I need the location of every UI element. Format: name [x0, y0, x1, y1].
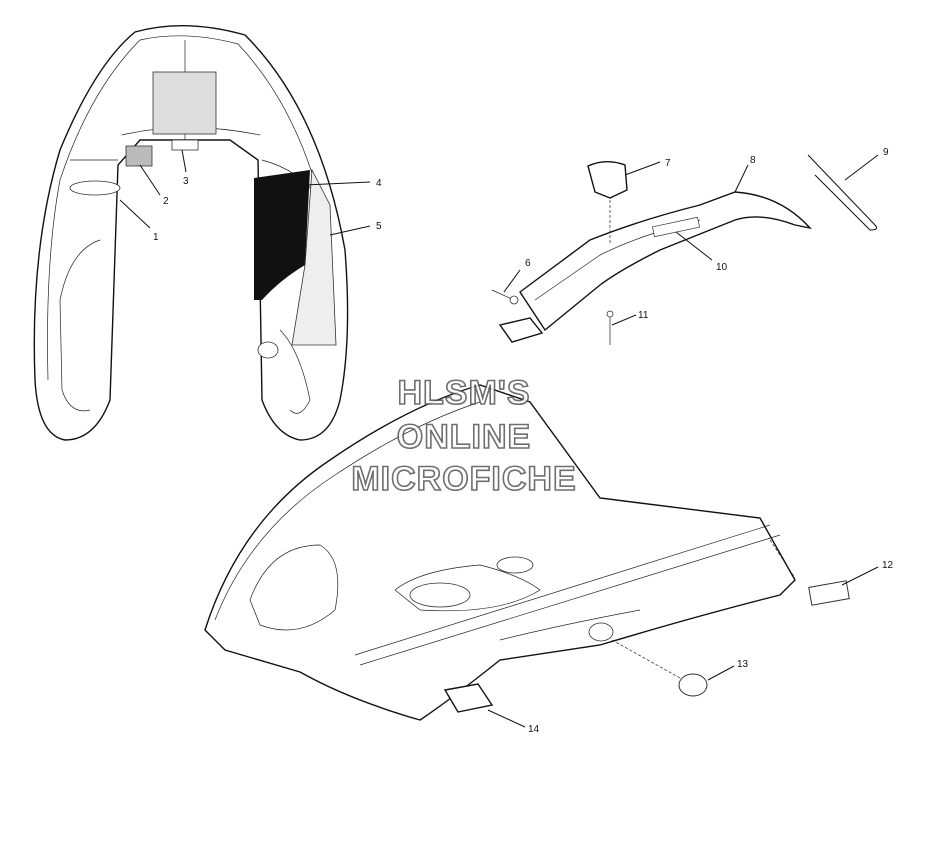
hood-panel: [491, 154, 878, 345]
watermark-line-2: ONLINE: [396, 418, 532, 456]
hood-perspective-view: [204, 384, 850, 721]
callout-3: 3: [183, 176, 189, 187]
hatched-label-area: [152, 71, 217, 135]
callout-9: 9: [883, 147, 889, 158]
prop-rod: [807, 154, 878, 231]
callout-12: 12: [882, 560, 894, 571]
plug: [678, 673, 708, 697]
watermark-line-1: HLSM'S: [397, 374, 531, 412]
reflector: [808, 580, 850, 606]
callout-4: 4: [376, 178, 382, 189]
callout-14: 14: [528, 724, 540, 735]
callout-10: 10: [716, 262, 728, 273]
callout-2: 2: [163, 196, 169, 207]
callout-6: 6: [525, 258, 531, 269]
callout-5: 5: [376, 221, 382, 232]
callout-numbers: 1 2 3 4 5 6 7 8 9 10 11 12 13 14: [153, 147, 894, 735]
callout-13: 13: [737, 659, 749, 670]
leader-lines: [119, 149, 879, 728]
callout-11: 11: [638, 310, 649, 321]
hatched-insulation-pad: [291, 168, 337, 346]
callout-8: 8: [750, 155, 756, 166]
callout-7: 7: [665, 158, 671, 169]
hood-top-view: [33, 24, 349, 441]
callout-1: 1: [153, 232, 159, 243]
watermark-line-3: MICROFICHE: [351, 460, 577, 498]
hinge-plate: [498, 317, 544, 343]
hinge-plate-lower: [443, 683, 494, 713]
small-decal: [125, 145, 153, 167]
clip: [587, 161, 628, 199]
black-insulation-pad: [254, 170, 310, 300]
